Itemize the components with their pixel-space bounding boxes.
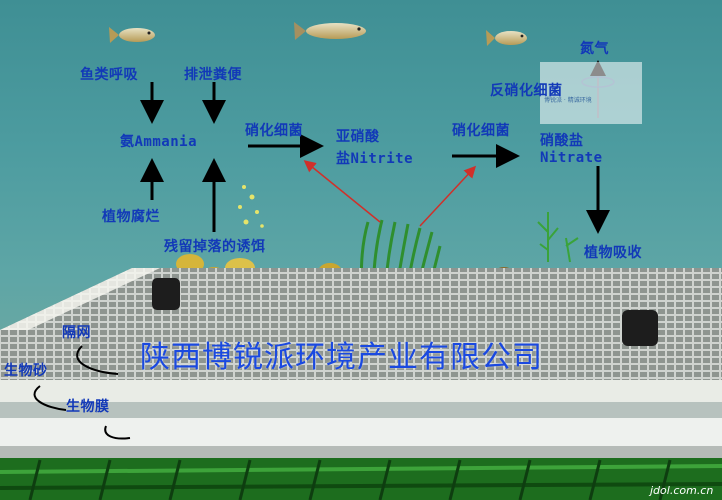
denitrifying-bacteria-label: 反硝化细菌 <box>490 83 563 99</box>
watermark-text: 博锐派 · 精诚环境 <box>544 97 592 104</box>
leftover-bait-label: 残留掉落的诱饵 <box>164 239 266 255</box>
partition-net-label: 隔网 <box>62 325 91 341</box>
excretion-label: 排泄粪便 <box>184 67 242 83</box>
nitrate-label-cn: 硝酸盐 <box>540 133 584 149</box>
fish-icon <box>486 30 527 46</box>
footer-watermark: jdol.com.cn <box>650 484 714 497</box>
plant-release-arrows <box>303 160 477 227</box>
biofilm-label: 生物膜 <box>66 399 110 415</box>
nitrite-label-cn: 亚硝酸 <box>336 129 380 145</box>
nitrate-label-en: Nitrate <box>540 150 603 166</box>
filter-block-icon <box>152 278 180 310</box>
nitrifying-bacteria-label-2: 硝化细菌 <box>452 123 510 139</box>
company-name: 陕西博锐派环境产业有限公司 <box>140 340 543 375</box>
flow-arrows <box>140 82 610 234</box>
plant-uptake-label: 植物吸收 <box>584 245 642 261</box>
bio-sand-layer <box>0 380 722 402</box>
watermark-logo: 博锐派 · 精诚环境 <box>540 62 642 124</box>
fish-icon <box>109 27 155 43</box>
bio-sand-label: 生物砂 <box>4 363 48 379</box>
partition-grid <box>0 268 722 380</box>
biofilm-layer <box>0 418 722 446</box>
layer-pointer-arrows <box>33 345 131 440</box>
nitrogen-gas-label: 氮气 <box>580 41 609 57</box>
filter-block-icon <box>622 310 658 346</box>
ammonia-label: 氨Ammania <box>120 134 198 150</box>
nitrite-label-en: 盐Nitrite <box>336 151 414 167</box>
plant-decay-label: 植物腐烂 <box>102 209 160 225</box>
plant-sprig-icon <box>537 212 579 263</box>
nitrifying-bacteria-label-1: 硝化细菌 <box>245 123 303 139</box>
bubbles-icon <box>238 185 264 228</box>
fish-icon <box>294 22 366 40</box>
fish-respiration-label: 鱼类呼吸 <box>80 67 138 83</box>
